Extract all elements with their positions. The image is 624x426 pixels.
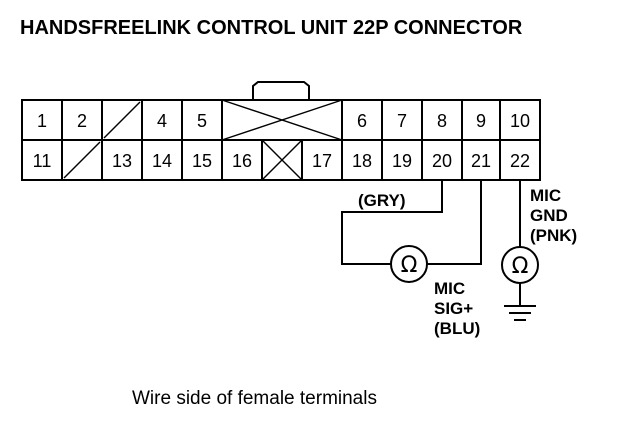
wire-label-gry: (GRY)	[358, 191, 406, 210]
pin-label: 11	[33, 151, 52, 171]
unused-cavity-12	[63, 141, 101, 179]
pin-label: 7	[397, 111, 407, 131]
pin-label: 4	[157, 111, 167, 131]
ohmmeter-icon	[390, 245, 428, 283]
mic-sig-circuit: Ω	[341, 180, 482, 283]
wire-label-mic-gnd: (PNK)	[530, 226, 577, 245]
ohm-symbol: Ω	[401, 253, 418, 278]
wire-label-mic-sig: SIG+	[434, 299, 473, 318]
connector-22p: 1 2 4 5 6 7 8 9 10 11 13 14 15 16 17 18 …	[21, 81, 541, 181]
diagram-title: HANDSFREELINK CONTROL UNIT 22P CONNECTOR	[20, 17, 523, 39]
pin-label: 9	[476, 111, 486, 131]
unused-cavity-bottom	[261, 139, 303, 181]
pin-label: 18	[352, 151, 372, 171]
wire-label-mic-gnd: GND	[530, 206, 568, 225]
pin-label: 14	[152, 151, 172, 171]
pin-label: 13	[112, 151, 132, 171]
pin-label: 2	[77, 111, 87, 131]
pin-label: 17	[312, 151, 332, 171]
pin-label: 5	[197, 111, 207, 131]
unused-cavity-3	[103, 101, 141, 139]
pin-label: 20	[432, 151, 452, 171]
pin-label: 1	[37, 111, 47, 131]
wire-label-mic-gnd: MIC	[530, 186, 561, 205]
pin-label: 19	[392, 151, 412, 171]
pin-label: 10	[510, 111, 530, 131]
pin-label: 21	[471, 151, 491, 171]
mic-gnd-circuit: Ω	[501, 180, 539, 321]
diagram-caption: Wire side of female terminals	[132, 388, 377, 409]
connector-lock-tab	[252, 81, 310, 100]
wire-label-mic-sig: (BLU)	[434, 319, 480, 338]
pin-label: 16	[232, 151, 252, 171]
wire-label-mic-sig: MIC	[434, 279, 465, 298]
ground-icon	[504, 305, 536, 321]
unused-cavity-center	[221, 99, 343, 141]
pin-label: 15	[192, 151, 212, 171]
pin-label: 8	[437, 111, 447, 131]
ohm-symbol: Ω	[512, 254, 529, 279]
pin-label: 6	[357, 111, 367, 131]
pin-label: 22	[510, 151, 530, 171]
